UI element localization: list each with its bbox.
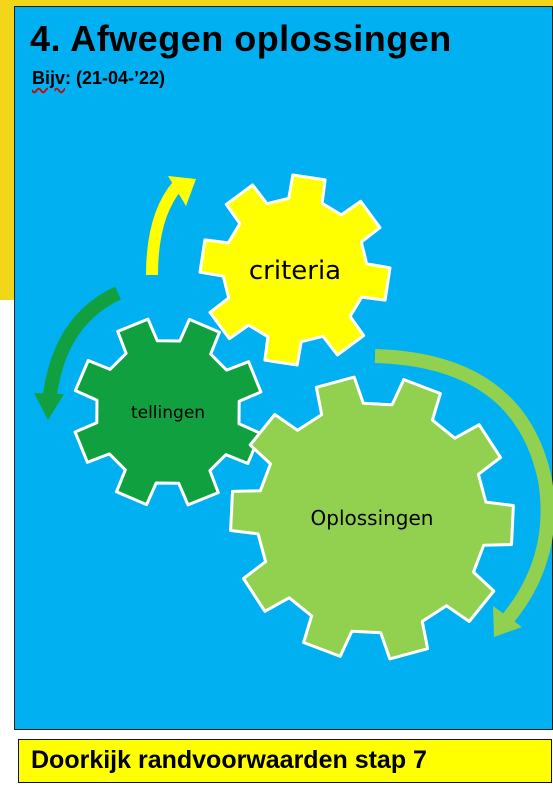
footer-banner: Doorkijk randvoorwaarden stap 7 bbox=[18, 739, 552, 783]
gear-criteria: criteria bbox=[198, 173, 392, 367]
gear-oplossingen: Oplossingen bbox=[229, 375, 515, 661]
gear-label-oplossingen: Oplossingen bbox=[311, 506, 434, 530]
gear-label-tellingen: tellingen bbox=[131, 403, 205, 423]
subtitle-date: : (21-04-’22) bbox=[65, 68, 166, 88]
gear-tellingen: tellingen bbox=[73, 317, 263, 507]
gear-label-criteria: criteria bbox=[249, 256, 341, 286]
page-subtitle: Bijv: (21-04-’22) bbox=[32, 68, 165, 89]
arrow-to-oplossingen bbox=[374, 349, 553, 637]
frame-accent-left bbox=[0, 0, 14, 300]
gear-criteria-shape bbox=[198, 173, 392, 367]
arrow-to-criteria bbox=[146, 176, 196, 276]
gear-oplossingen-shape bbox=[229, 375, 515, 661]
subtitle-prefix: Bijv bbox=[32, 68, 66, 88]
arrow-to-tellingen bbox=[34, 286, 122, 420]
footer-text: Doorkijk randvoorwaarden stap 7 bbox=[31, 746, 427, 774]
gear-tellingen-shape bbox=[73, 317, 263, 507]
page-title: 4. Afwegen oplossingen bbox=[30, 18, 452, 59]
